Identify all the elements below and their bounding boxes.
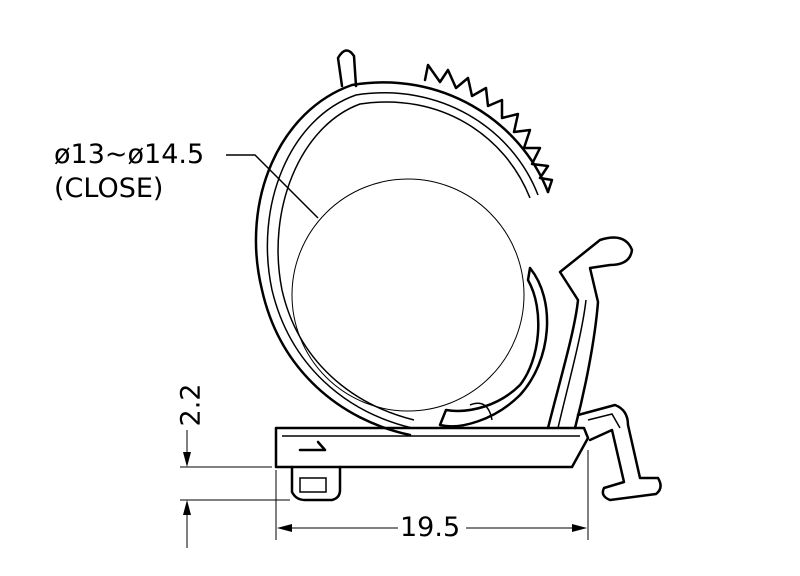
width-extension-lines	[275, 450, 589, 540]
diameter-label: ø13~ø14.5	[54, 139, 205, 170]
latch-arm-inner	[557, 299, 587, 429]
inner-arm	[438, 266, 549, 428]
arm-pad	[469, 402, 493, 421]
mount-peg	[290, 465, 342, 502]
clamp-band-outer	[254, 81, 550, 437]
release-lever-inner	[587, 413, 621, 429]
height-extension-lines	[180, 466, 290, 501]
clamp-band-inner2	[277, 101, 531, 421]
release-lever	[576, 403, 662, 502]
diameter-note: (CLOSE)	[54, 173, 164, 204]
height-arrowheads	[183, 452, 191, 515]
leader-line	[226, 154, 319, 219]
clamp-band-inner	[266, 92, 539, 429]
ratchet-teeth	[423, 63, 554, 194]
cable-circle	[291, 178, 525, 412]
top-tab	[336, 49, 358, 88]
base-plate	[274, 426, 590, 469]
latch-arm	[546, 236, 634, 430]
height-dimension-text: 2.2	[175, 383, 207, 427]
width-dimension-text: 19.5	[400, 512, 461, 543]
mount-peg-inner	[299, 477, 327, 493]
base-mark	[298, 440, 327, 452]
